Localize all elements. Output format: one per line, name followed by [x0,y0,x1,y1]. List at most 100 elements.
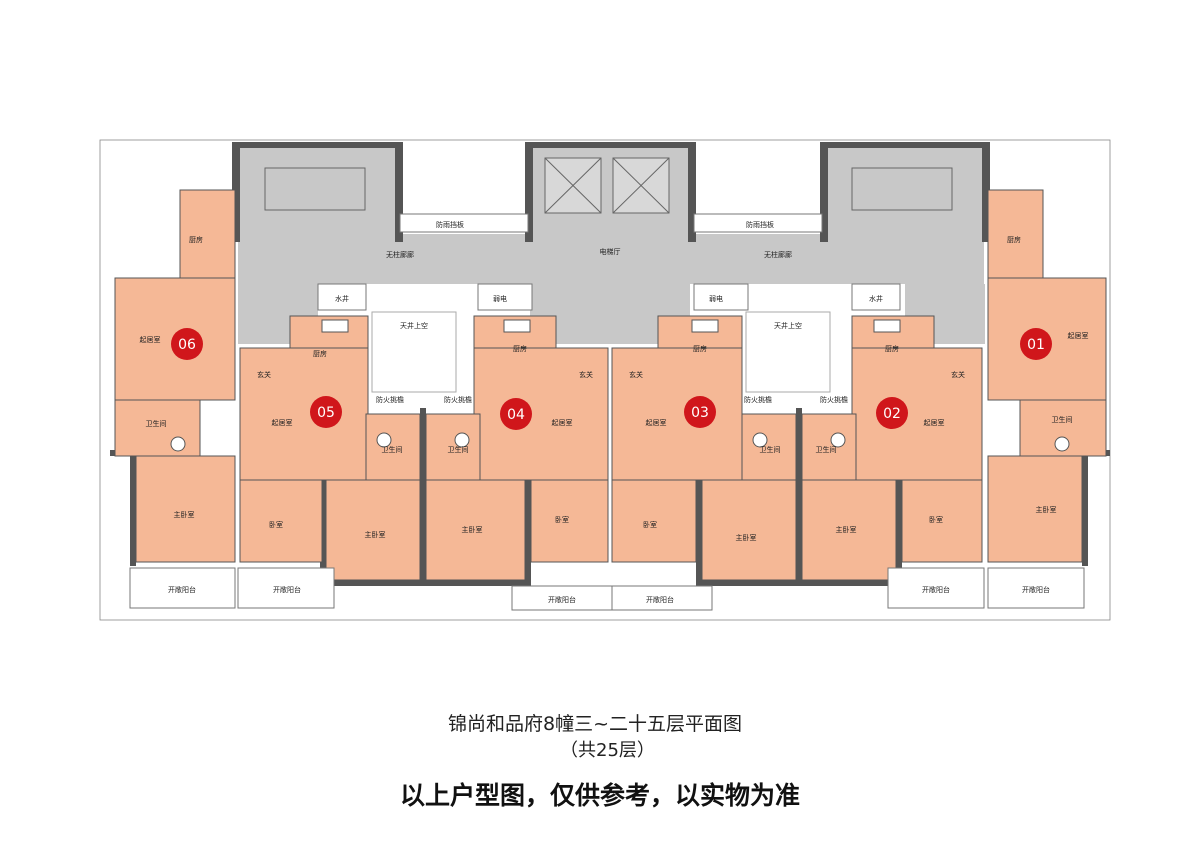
stair-right [825,148,985,234]
unit-badges: 06 05 04 03 02 01 [171,328,1052,430]
room-master-03 [701,479,797,581]
rain-shield-right [693,213,823,233]
room-bath-02 [801,413,857,481]
unit-number-03: 03 [691,405,709,421]
unit-number-02: 02 [883,406,901,422]
label-kitchen-01: 厨房 [1007,235,1021,244]
label-living-06: 起居室 [140,335,161,344]
room-living-02 [851,347,983,481]
wall-seg [320,478,326,586]
unit-badge-03 [684,396,716,428]
label-kitchen-04: 厨房 [513,344,527,353]
label-living-04: 起居室 [552,418,573,427]
label-patio-left: 天井上空 [400,321,428,330]
elec-shaft-box-left [477,283,533,311]
elevator-mark-1b [544,157,602,214]
label-master-02: 主卧室 [836,525,857,534]
label-kitchen-06: 厨房 [189,235,203,244]
label-master-05: 主卧室 [365,530,386,539]
room-master-04 [425,479,526,581]
unit-badge-06 [171,328,203,360]
water-shaft-box [317,283,367,311]
label-balcony-06: 开敞阳台 [168,585,196,594]
basin-05 [376,432,392,448]
wall-seg [320,580,531,586]
room-living-05 [239,347,369,481]
unit-badge-02 [876,397,908,429]
common-area [238,148,985,344]
label-water-shaft-left: 水井 [335,294,349,303]
stair-left [238,148,398,234]
wall-seg [820,142,990,148]
unit-badge-04 [500,398,532,430]
wall-seg [232,142,403,148]
label-master-06: 主卧室 [174,510,195,519]
room-bath-03 [741,413,797,481]
stair-flight-left [264,167,366,211]
label-bedroom-02: 卧室 [929,515,943,524]
basin-02 [830,432,846,448]
wall-seg [232,142,240,242]
label-corridor-left: 无柱廊廊 [386,250,414,259]
elevator-mark-2b [612,157,670,214]
unit-number-06: 06 [178,337,196,353]
room-bedroom-05 [239,479,323,563]
unit-badge-01 [1020,328,1052,360]
label-master-01: 主卧室 [1036,505,1057,514]
rain-shield-left [399,213,529,233]
label-fire-escape-3: 防火挑檐 [744,395,772,404]
basin-06 [170,436,186,452]
balcony-01 [987,567,1085,609]
plan-title: 锦尚和品府8幢三~二十五层平面图 [448,713,743,735]
label-water-shaft-right: 水井 [869,294,883,303]
label-rain-shield-left: 防雨挡板 [436,220,464,229]
wall-seg [688,142,696,242]
room-bedroom-03 [611,479,697,563]
stair-flight-right [851,167,953,211]
walls [110,142,1110,586]
label-balcony-01: 开敞阳台 [1022,585,1050,594]
label-bedroom-05: 卧室 [269,520,283,529]
label-fire-escape-4: 防火挑檐 [820,395,848,404]
label-bath-04: 卫生间 [448,445,469,454]
label-bedroom-04: 卧室 [555,515,569,524]
unit-badge-05 [310,396,342,428]
label-foyer-03: 玄关 [629,370,643,379]
area-labels: 防雨挡板 防雨挡板 无柱廊廊 无柱廊廊 电梯厅 水井 水井 弱电 弱电 天井上空… [140,220,1089,604]
wall-seg [696,580,902,586]
wall-seg [420,408,426,586]
room-master-06 [135,455,236,563]
balconies [129,213,1085,611]
sink-02 [873,319,901,333]
basin-03 [752,432,768,448]
unit-number-05: 05 [317,405,335,421]
label-living-05: 起居室 [272,418,293,427]
fixtures [170,319,1070,452]
wall-seg [525,478,531,586]
label-living-03: 起居室 [646,418,667,427]
label-foyer-04: 玄关 [579,370,593,379]
room-bedroom-04 [530,479,609,563]
room-master-01 [987,455,1083,563]
balcony-04 [511,585,613,611]
room-master-02 [801,479,897,581]
label-kitchen-02: 厨房 [885,344,899,353]
label-bath-05: 卫生间 [382,445,403,454]
sink-03 [691,319,719,333]
building-outline [99,139,1111,621]
label-elec-shaft-left: 弱电 [493,294,507,303]
room-bath-06 [114,399,201,457]
label-fire-escape-1: 防火挑檐 [376,395,404,404]
balcony-06 [129,567,236,609]
balcony-02 [887,567,985,609]
unit-number-04: 04 [507,407,525,423]
room-bedroom-02 [901,479,983,563]
sink-04 [503,319,531,333]
wall-seg [525,142,533,242]
wall-seg [395,142,403,242]
label-living-01: 起居室 [1068,331,1089,340]
patio-left [371,311,457,393]
label-bath-01: 卫生间 [1052,415,1073,424]
label-bedroom-03: 卧室 [643,520,657,529]
